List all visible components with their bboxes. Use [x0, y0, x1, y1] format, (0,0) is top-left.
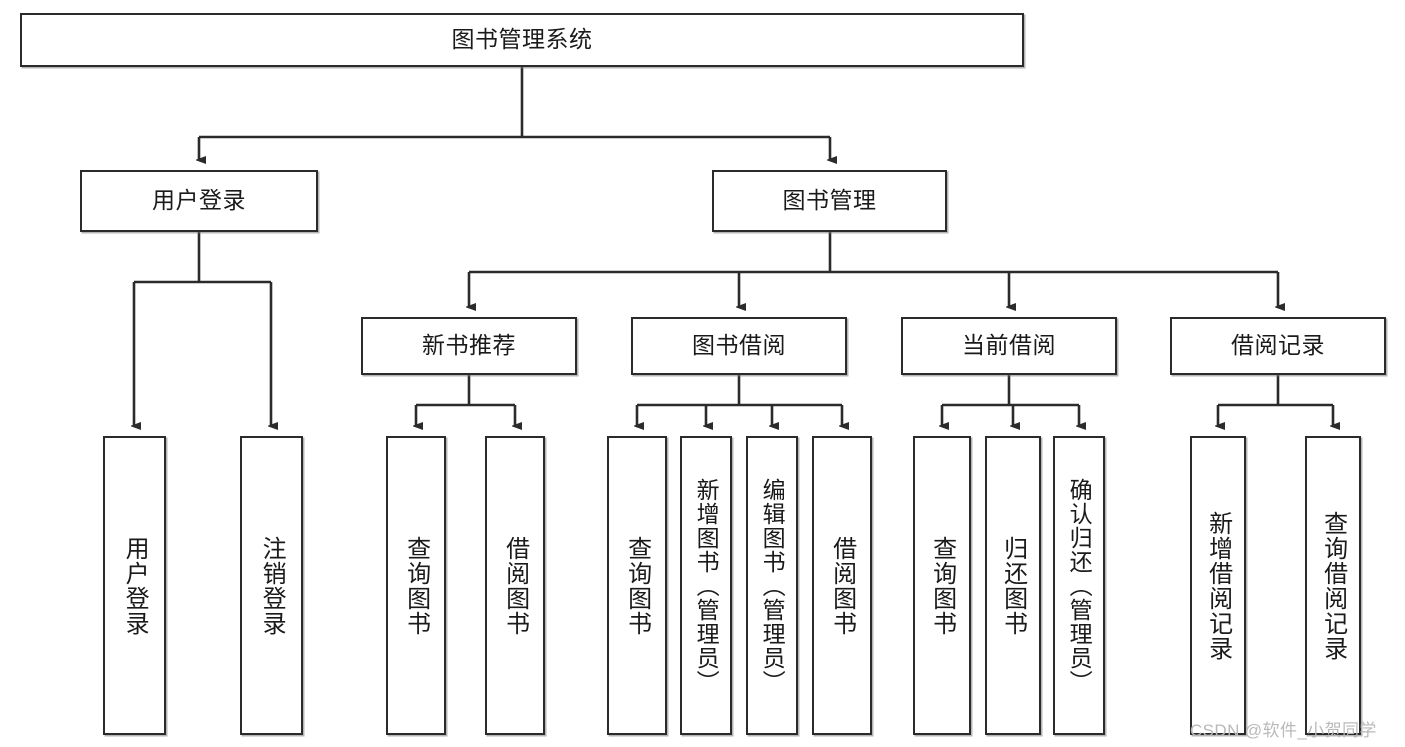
node-book-management-label: 图书管理: [782, 187, 877, 214]
leaf-add-borrow-record-label: 新增借阅记录: [1204, 510, 1232, 661]
leaf-add-borrow-record[interactable]: 新增借阅记录: [1190, 436, 1246, 735]
node-current-borrow-label: 当前借阅: [962, 332, 1056, 359]
leaf-add-book-admin-label: 新增图书（管理员）: [693, 477, 720, 694]
leaf-logout-login-label: 注销登录: [258, 535, 286, 636]
leaf-return-book[interactable]: 归还图书: [985, 436, 1041, 735]
node-root[interactable]: 图书管理系统: [20, 13, 1024, 67]
node-root-label: 图书管理系统: [451, 26, 593, 53]
node-borrow-record[interactable]: 借阅记录: [1170, 317, 1386, 375]
node-user-login-label: 用户登录: [152, 187, 246, 214]
leaf-confirm-return-admin[interactable]: 确认归还（管理员）: [1053, 436, 1105, 735]
leaf-query-book-borrow-label: 查询图书: [623, 535, 651, 636]
leaf-query-book-recommend[interactable]: 查询图书: [386, 436, 446, 735]
leaf-edit-book-admin[interactable]: 编辑图书（管理员）: [746, 436, 798, 735]
leaf-borrow-book-recommend-label: 借阅图书: [501, 535, 529, 636]
leaf-query-book-recommend-label: 查询图书: [402, 535, 430, 636]
node-borrow-record-label: 借阅记录: [1231, 332, 1325, 359]
leaf-borrow-book-label: 借阅图书: [828, 535, 856, 636]
leaf-query-book-current[interactable]: 查询图书: [913, 436, 971, 735]
node-new-book-recommend-label: 新书推荐: [422, 332, 516, 359]
node-book-borrow-label: 图书借阅: [692, 332, 786, 359]
leaf-borrow-book-recommend[interactable]: 借阅图书: [485, 436, 545, 735]
leaf-query-borrow-record-label: 查询借阅记录: [1319, 510, 1347, 661]
node-current-borrow[interactable]: 当前借阅: [901, 317, 1117, 375]
node-new-book-recommend[interactable]: 新书推荐: [361, 317, 577, 375]
leaf-query-book-borrow[interactable]: 查询图书: [607, 436, 667, 735]
node-book-borrow[interactable]: 图书借阅: [631, 317, 847, 375]
leaf-logout-login[interactable]: 注销登录: [240, 436, 303, 735]
leaf-return-book-label: 归还图书: [999, 535, 1027, 636]
leaf-edit-book-admin-label: 编辑图书（管理员）: [759, 477, 786, 694]
leaf-borrow-book[interactable]: 借阅图书: [812, 436, 872, 735]
leaf-add-book-admin[interactable]: 新增图书（管理员）: [680, 436, 732, 735]
csdn-watermark: CSDN @软件_小贺同学: [1190, 721, 1377, 740]
leaf-confirm-return-admin-label: 确认归还（管理员）: [1066, 477, 1093, 694]
leaf-query-book-current-label: 查询图书: [928, 535, 956, 636]
leaf-user-login[interactable]: 用户登录: [103, 436, 166, 735]
node-user-login[interactable]: 用户登录: [80, 170, 318, 232]
leaf-query-borrow-record[interactable]: 查询借阅记录: [1305, 436, 1361, 735]
leaf-user-login-label: 用户登录: [121, 535, 149, 636]
node-book-management[interactable]: 图书管理: [712, 170, 947, 232]
